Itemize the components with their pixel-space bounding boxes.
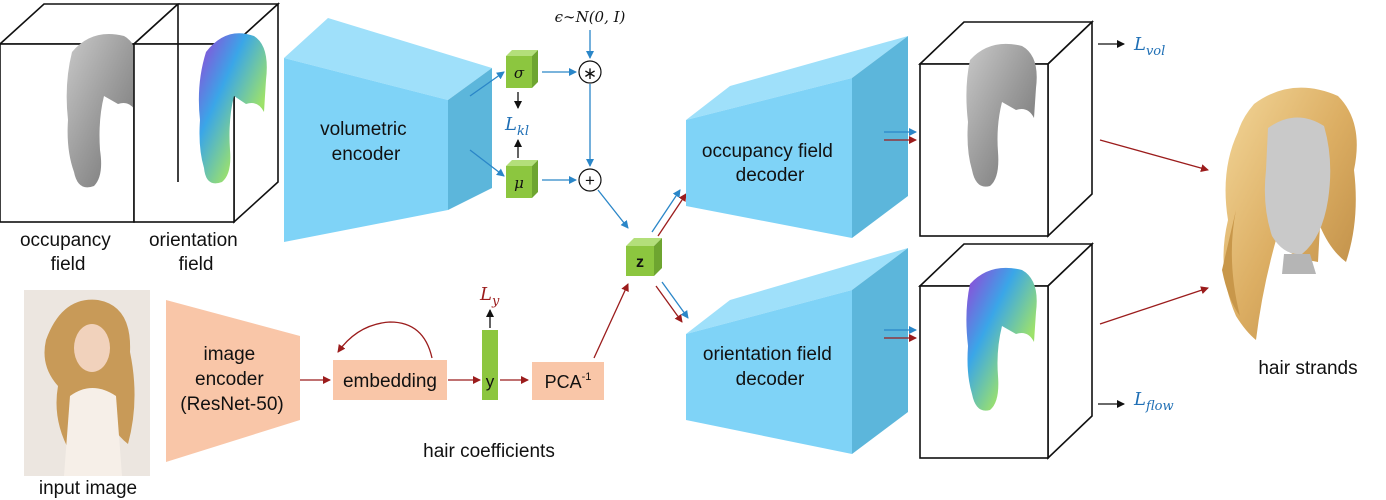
orientation-field-label: orientation field	[149, 230, 243, 275]
hair-strands-label: hair strands	[1258, 358, 1357, 379]
z-label: z	[636, 254, 644, 271]
occupancy-field-decoder	[686, 36, 908, 238]
image-encoder-label: image encoder (ResNet-50)	[180, 344, 283, 415]
sigma-label: σ	[514, 64, 525, 82]
embedding-label: embedding	[343, 371, 437, 392]
add-node	[578, 168, 602, 192]
hair-strands-render	[1222, 87, 1357, 340]
mu-label: μ	[514, 174, 524, 192]
add-to-z-arrow	[597, 189, 629, 229]
input-image-label: input image	[39, 478, 137, 499]
z-to-orientation-decoder-arrow-blue	[661, 281, 689, 319]
multiply-node	[578, 60, 602, 84]
multiply-symbol: ∗	[583, 64, 597, 83]
volumetric-encoder	[284, 18, 492, 242]
output-colored-hair	[966, 267, 1037, 411]
pca-inverse-box	[532, 362, 604, 400]
embedding-recurrent-arrow	[337, 321, 433, 359]
encoder-to-sigma-arrow	[469, 71, 505, 97]
occupancy-field-label: occupancy field	[20, 230, 116, 275]
orientation-field-volume	[131, 2, 281, 224]
volumetric-encoder-label: volumetric encoder	[320, 119, 412, 165]
output-occupancy-volume	[918, 20, 1094, 238]
input-image	[24, 290, 150, 476]
orientation-field-decoder	[686, 248, 908, 454]
occupancy-decoder-label: occupancy field decoder	[702, 141, 838, 186]
kl-loss-label: Lkl	[504, 114, 529, 139]
y-loss-label: Ly	[479, 284, 500, 309]
hair-coefficients-label: hair coefficients	[423, 441, 555, 462]
image-encoder	[166, 300, 300, 462]
embedding-box	[333, 360, 447, 400]
y-label: y	[486, 372, 495, 391]
pca-to-z-arrow	[593, 283, 629, 359]
output-orientation-volume	[918, 242, 1094, 460]
y-vector	[482, 330, 498, 400]
encoder-to-mu-arrow	[469, 149, 505, 177]
orientation-to-strands-arrow	[1099, 286, 1209, 325]
pca-inverse-label: PCA-1	[545, 371, 592, 392]
occupancy-field-volume	[0, 3, 181, 223]
flow-loss-label: Lflow	[1133, 389, 1174, 414]
output-grey-hair	[966, 43, 1037, 187]
noise-label: ϵ∼N(0, I)	[555, 8, 626, 26]
z-cube	[626, 238, 662, 276]
sigma-cube	[506, 50, 538, 88]
occupancy-to-strands-arrow	[1099, 139, 1209, 172]
z-to-orientation-decoder-arrow-red	[655, 285, 683, 323]
add-symbol: +	[585, 171, 595, 190]
z-to-occupancy-decoder-arrow-blue	[651, 189, 681, 233]
mu-cube	[506, 160, 538, 198]
grey-hair-volume	[66, 34, 139, 188]
vol-loss-label: Lvol	[1133, 34, 1165, 59]
orientation-decoder-label: orientation field decoder	[703, 344, 837, 390]
z-to-occupancy-decoder-arrow-red	[657, 193, 687, 237]
colored-hair-volume	[198, 33, 267, 184]
